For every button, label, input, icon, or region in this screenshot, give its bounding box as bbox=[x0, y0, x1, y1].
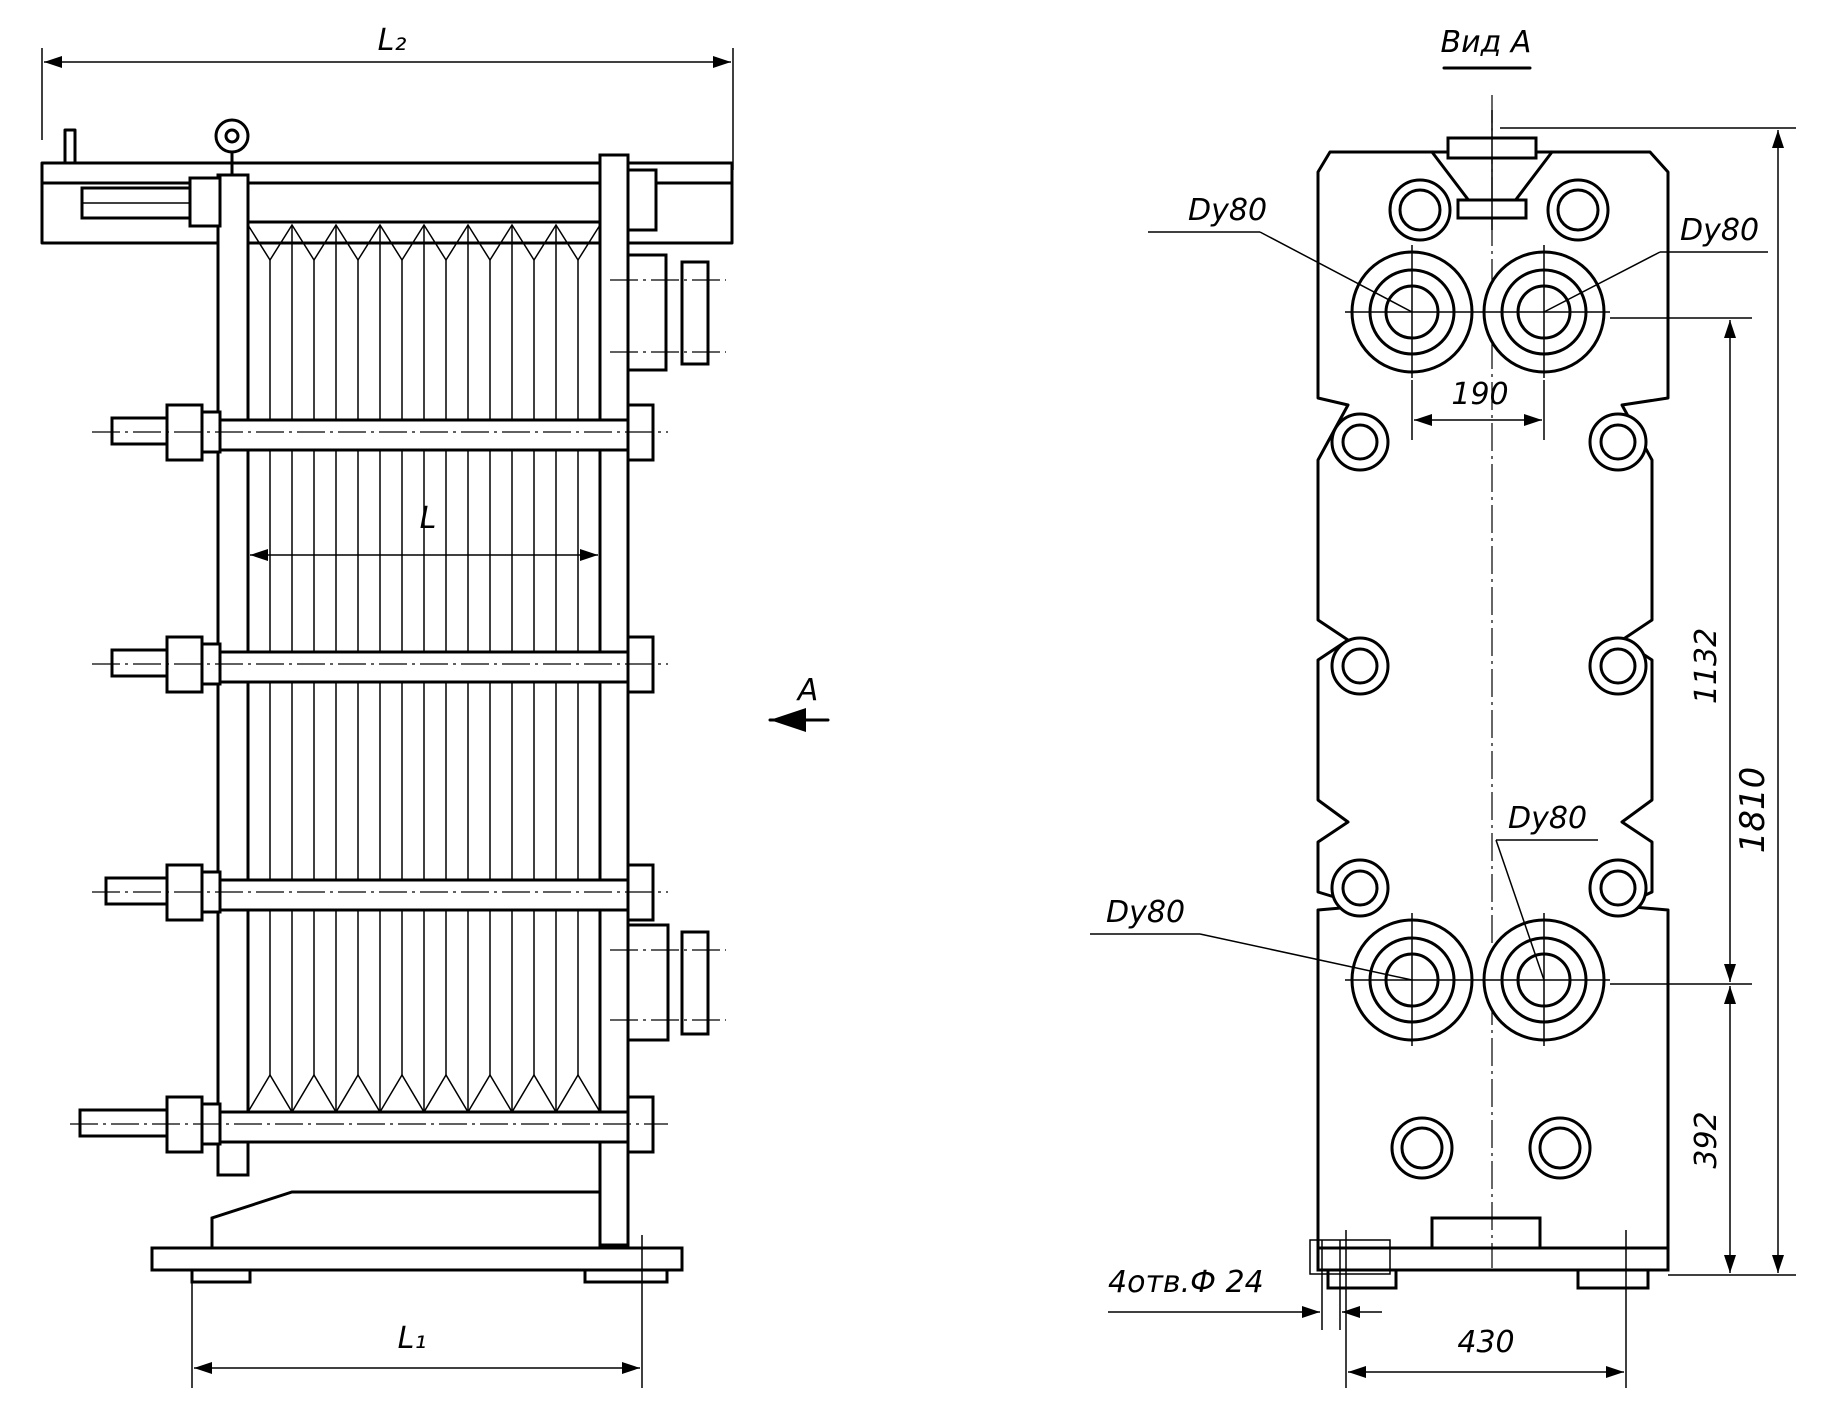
view-a: Вид А bbox=[1090, 25, 1796, 1388]
view-a-arrow: A bbox=[768, 673, 830, 732]
dimension-l1: L₁ bbox=[191, 1235, 643, 1388]
base-block bbox=[1430, 1216, 1542, 1250]
svg-text:1810: 1810 bbox=[1733, 767, 1773, 854]
svg-text:430: 430 bbox=[1457, 1325, 1514, 1360]
bolt-notches bbox=[1330, 412, 1648, 918]
port-label-top-left: Dу80 bbox=[1148, 193, 1413, 313]
svg-text:Dу80: Dу80 bbox=[1106, 895, 1185, 930]
side-view: L₂ bbox=[40, 23, 830, 1388]
base-frame bbox=[150, 1246, 684, 1284]
lifting-eye bbox=[214, 118, 250, 178]
tie-bolt-2 bbox=[92, 635, 668, 694]
view-a-title: Вид А bbox=[1441, 25, 1532, 60]
dimension-l: L bbox=[250, 501, 598, 561]
dimension-l2: L₂ bbox=[41, 23, 734, 170]
port-label-top-right: Dу80 bbox=[1543, 213, 1768, 313]
base-foot-right bbox=[1576, 1268, 1650, 1290]
pressure-plate bbox=[598, 153, 726, 1247]
dimension-l2-label: L₂ bbox=[378, 23, 407, 58]
dimension-190: 190 bbox=[1411, 377, 1545, 440]
svg-text:Dу80: Dу80 bbox=[1508, 801, 1587, 836]
guide-holes bbox=[1388, 178, 1610, 1180]
base-strip bbox=[1316, 1246, 1670, 1272]
tie-bolt-1 bbox=[92, 403, 668, 462]
top-clamp bbox=[1430, 110, 1554, 230]
support-foot bbox=[210, 1190, 602, 1250]
svg-text:Dу80: Dу80 bbox=[1680, 213, 1759, 248]
svg-text:4отв.Ф 24: 4отв.Ф 24 bbox=[1108, 1265, 1264, 1300]
svg-text:190: 190 bbox=[1451, 377, 1508, 412]
side-nozzle-lower bbox=[610, 923, 726, 1042]
tie-bolt-4 bbox=[70, 1095, 668, 1154]
holes-note: 4отв.Ф 24 bbox=[1108, 1239, 1391, 1330]
dimension-1132: 1132 bbox=[1610, 317, 1752, 985]
tie-bolt-3 bbox=[92, 863, 668, 922]
dimension-l1-label: L₁ bbox=[398, 1321, 427, 1356]
dimension-1810: 1810 bbox=[1500, 127, 1796, 1276]
base-foot-left bbox=[1326, 1268, 1398, 1290]
dimension-l-label: L bbox=[420, 501, 437, 536]
svg-text:1132: 1132 bbox=[1689, 628, 1724, 704]
svg-text:Dу80: Dу80 bbox=[1188, 193, 1267, 228]
svg-text:392: 392 bbox=[1689, 1111, 1724, 1168]
port-label-bottom-left: Dу80 bbox=[1090, 895, 1413, 981]
dimension-430: 430 bbox=[1345, 1230, 1627, 1388]
port-label-bottom-right: Dу80 bbox=[1495, 801, 1598, 981]
view-a-arrow-label: A bbox=[796, 673, 819, 708]
dimension-392: 392 bbox=[1689, 986, 1736, 1273]
